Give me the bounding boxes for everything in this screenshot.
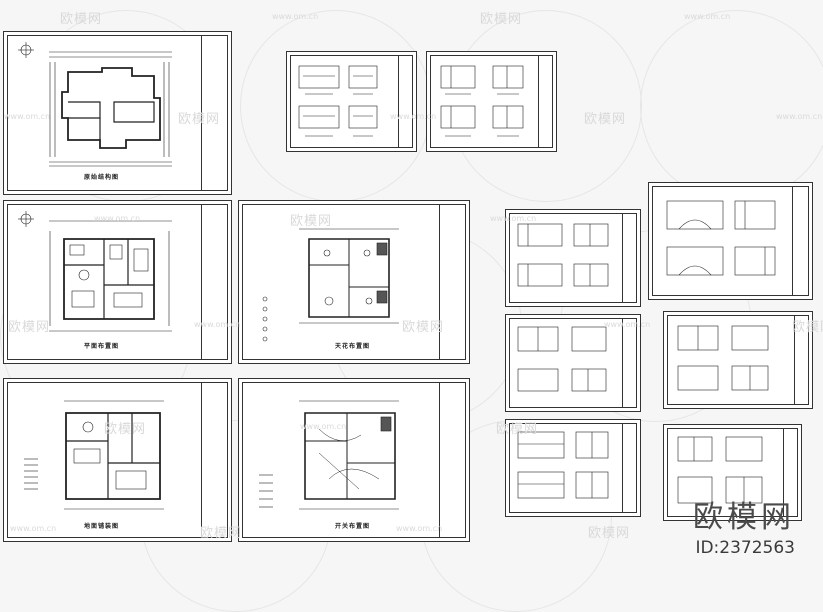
title-block — [538, 55, 553, 148]
sheet-border — [7, 204, 228, 360]
sheet-caption: 平面布置图 — [84, 343, 120, 350]
sheet-caption: 开关布置图 — [335, 523, 371, 530]
sheet-border — [652, 186, 809, 296]
drawing-sheet-elevation[interactable] — [648, 182, 813, 300]
ceiling-drawing — [262, 228, 399, 342]
title-block — [783, 428, 798, 517]
elevation-drawings — [666, 200, 776, 276]
sheet-border — [509, 213, 637, 303]
asset-id-label: ID:2372563 — [695, 538, 795, 558]
title-block — [201, 204, 228, 360]
elevation-drawings — [517, 431, 609, 499]
watermark-url: www.om.cn — [776, 112, 823, 121]
sheet-border — [430, 55, 553, 148]
elevation-drawings — [517, 223, 609, 287]
brand-logo-text: 欧模网 — [693, 500, 795, 535]
switch-drawing — [259, 400, 399, 510]
drawing-sheet-elevation[interactable] — [505, 209, 641, 307]
sheet-border — [242, 204, 466, 360]
elevation-drawings — [298, 65, 378, 137]
watermark-circle — [640, 10, 823, 202]
drawing-sheet-elevation-index[interactable] — [286, 51, 417, 152]
elevation-drawings — [677, 325, 769, 391]
drawing-sheet-elevation-index[interactable] — [426, 51, 557, 152]
elevation-drawings — [440, 65, 524, 137]
sheet-caption: 天花布置图 — [335, 343, 371, 350]
drawing-sheet-elevation[interactable] — [505, 314, 641, 412]
title-block — [622, 318, 637, 408]
drawing-sheet-elevation[interactable] — [663, 424, 802, 521]
title-block — [622, 423, 637, 513]
title-block — [201, 35, 228, 191]
sheet-border — [667, 428, 798, 517]
watermark-logo: 欧模网 — [588, 526, 631, 541]
title-block — [398, 55, 413, 148]
drawing-sheet-structure-plan[interactable]: 原始结构图 — [3, 31, 232, 195]
sheet-caption: 原始结构图 — [84, 174, 120, 181]
drawing-sheet-switch-plan[interactable]: 开关布置图 — [238, 378, 470, 542]
sheet-border — [242, 382, 466, 538]
drawing-sheet-elevation[interactable] — [663, 311, 813, 409]
title-block — [201, 382, 228, 538]
watermark-logo: 欧模网 — [60, 12, 103, 27]
watermark-logo: 欧模网 — [584, 112, 627, 127]
floor-plan-drawing — [18, 211, 172, 332]
drawing-sheet-floor-plan[interactable]: 地面铺装图 — [3, 378, 232, 542]
title-block — [622, 213, 637, 303]
sheet-border — [509, 318, 637, 408]
elevation-drawings — [677, 436, 763, 504]
sheet-border — [667, 315, 809, 405]
watermark-url: www.om.cn — [272, 12, 319, 21]
drawing-sheet-layout-plan[interactable]: 平面布置图 — [3, 200, 232, 364]
title-block — [439, 382, 466, 538]
sheet-border — [509, 423, 637, 513]
sheet-border — [7, 382, 228, 538]
watermark-logo: 欧模网 — [480, 12, 523, 27]
sheet-caption: 地面铺装图 — [84, 523, 120, 530]
watermark-url: www.om.cn — [684, 12, 731, 21]
title-block — [439, 204, 466, 360]
sheet-border — [290, 55, 413, 148]
elevation-drawings — [517, 326, 607, 392]
title-block — [792, 186, 809, 296]
floor-plan-drawing — [18, 42, 172, 167]
title-block — [794, 315, 809, 405]
sheet-border — [7, 35, 228, 191]
drawing-sheet-ceiling-plan[interactable]: 天花布置图 — [238, 200, 470, 364]
floor-plan-drawing — [24, 400, 164, 510]
drawing-sheet-elevation[interactable] — [505, 419, 641, 517]
